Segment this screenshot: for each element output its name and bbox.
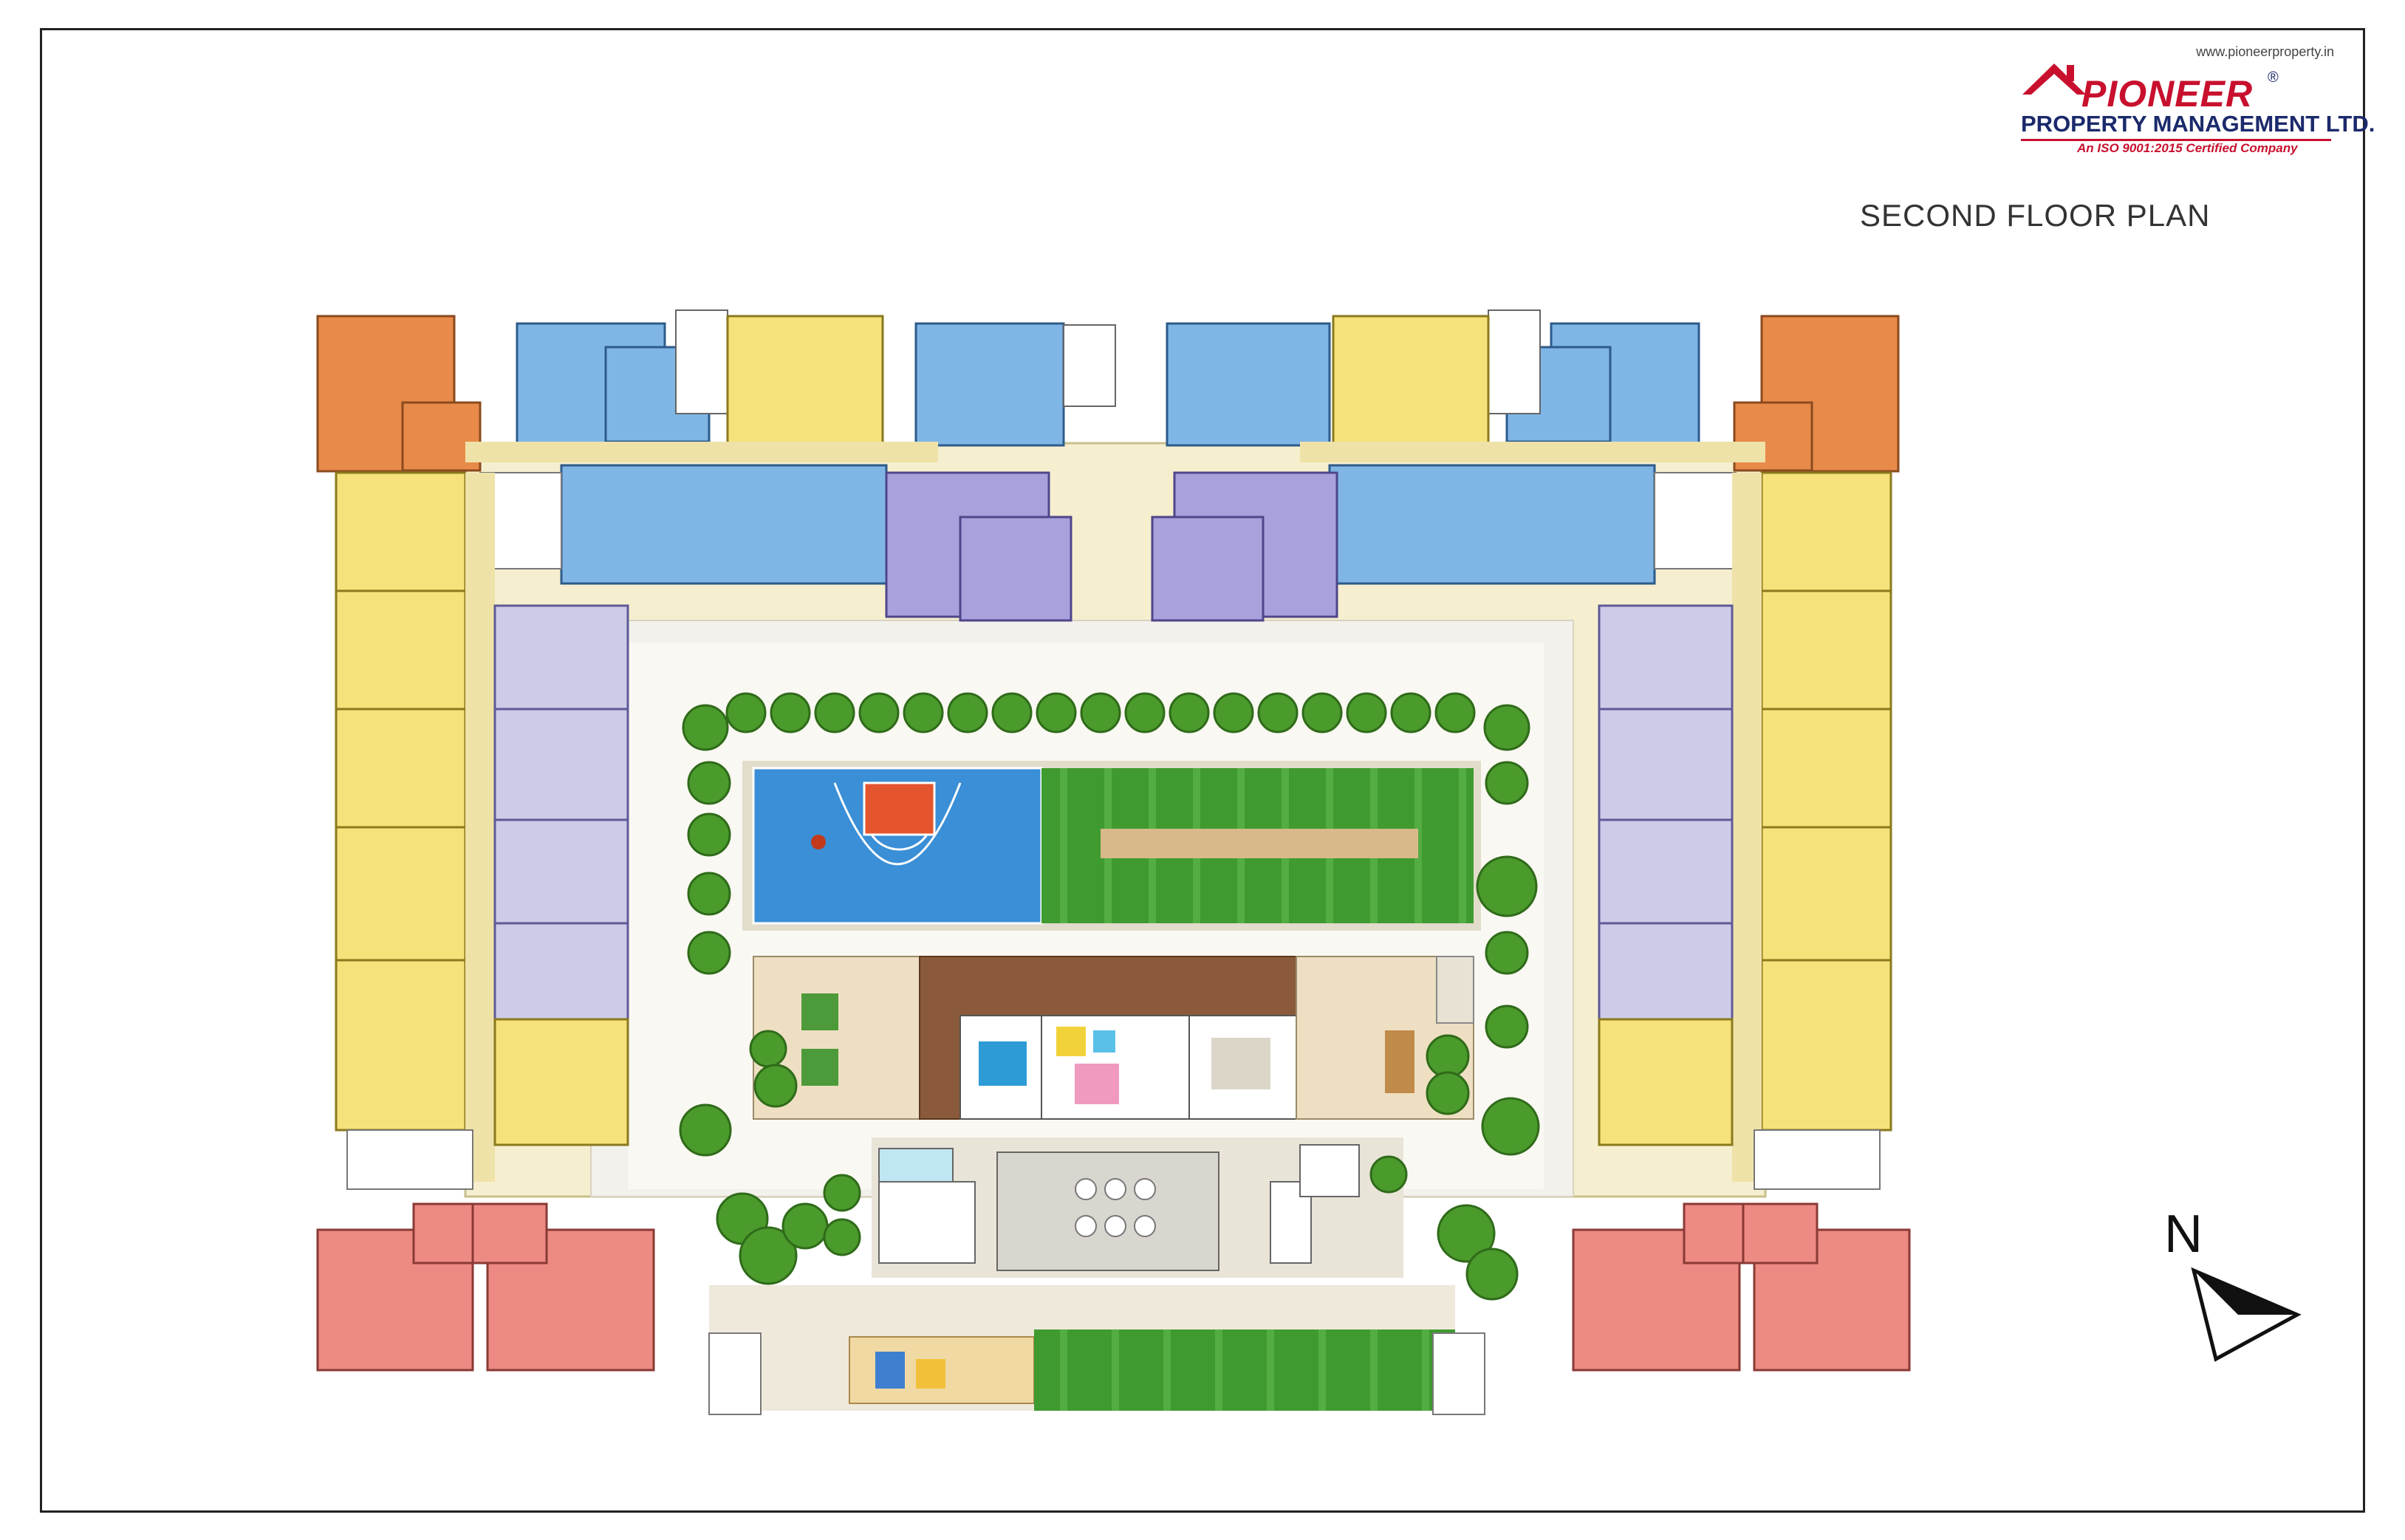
stair-bottom-left	[708, 1332, 762, 1415]
units-lavender-right-inner	[1598, 604, 1734, 1021]
unit-blue-tl-2	[914, 322, 1065, 447]
north-arrow-icon	[2191, 1267, 2302, 1362]
drawing-frame	[40, 28, 2365, 1513]
wing-right	[1598, 471, 1892, 1190]
toilets	[878, 1148, 954, 1183]
company-logo: www.pioneerproperty.in PIONEER ® PROPERT…	[1994, 43, 2375, 155]
cricket-pitch	[1101, 829, 1418, 858]
units-yellow-left-outer	[335, 471, 467, 1132]
corridor-right	[1732, 473, 1762, 1182]
lobby-tr	[1654, 472, 1737, 569]
unit-blue-tr-2	[1166, 322, 1331, 447]
stair-tl	[675, 309, 728, 414]
tree-icons	[679, 692, 1540, 1301]
unit-blue-tr-3	[1328, 464, 1656, 585]
multipurpose-hall	[996, 1151, 1219, 1271]
lift-lobby-right	[1754, 1129, 1881, 1190]
club-reception	[1299, 1144, 1360, 1197]
registered-mark: ®	[2268, 69, 2279, 86]
central-amenities	[708, 761, 1485, 1415]
units-bottom-left	[316, 1202, 655, 1372]
lift-lobby-left	[346, 1129, 473, 1190]
bottom-lawn	[1034, 1329, 1455, 1411]
unit-yellow-tl-1	[726, 315, 884, 445]
wing-top-left	[316, 309, 1116, 622]
units-yellow-right-outer	[1760, 471, 1892, 1132]
north-compass: N	[2142, 1204, 2327, 1389]
stair-tl-2	[1063, 324, 1116, 407]
corridor-left	[465, 473, 495, 1182]
stair-tr	[1488, 309, 1541, 414]
house-roof-logo-icon	[2022, 64, 2086, 95]
unit-yellow-tr-1	[1332, 315, 1490, 445]
wing-top-right	[1151, 309, 1900, 622]
wing-left	[335, 471, 629, 1190]
plan-title: SECOND FLOOR PLAN	[1860, 198, 2211, 233]
website-url[interactable]: www.pioneerproperty.in	[2196, 44, 2334, 59]
outdoor-gym	[1436, 956, 1474, 1024]
unit-yellow-right-inner	[1598, 1018, 1734, 1146]
corridor-top-right	[1300, 442, 1765, 462]
corridor-top-left	[465, 442, 938, 462]
north-label: N	[2164, 1205, 2203, 1264]
brand-name: PIONEER	[2081, 73, 2254, 114]
stair-bottom-right	[1432, 1332, 1485, 1415]
logo-divider	[2021, 139, 2331, 141]
units-lavender-left-inner	[493, 604, 629, 1021]
unit-yellow-left-inner	[493, 1018, 629, 1146]
unit-blue-tl-3	[560, 464, 888, 585]
units-bottom-right	[1572, 1202, 1911, 1372]
company-name: PROPERTY MANAGEMENT LTD.	[2021, 111, 2375, 137]
certification-text: An ISO 9001:2015 Certified Company	[2077, 141, 2298, 155]
kitchen	[878, 1181, 976, 1264]
